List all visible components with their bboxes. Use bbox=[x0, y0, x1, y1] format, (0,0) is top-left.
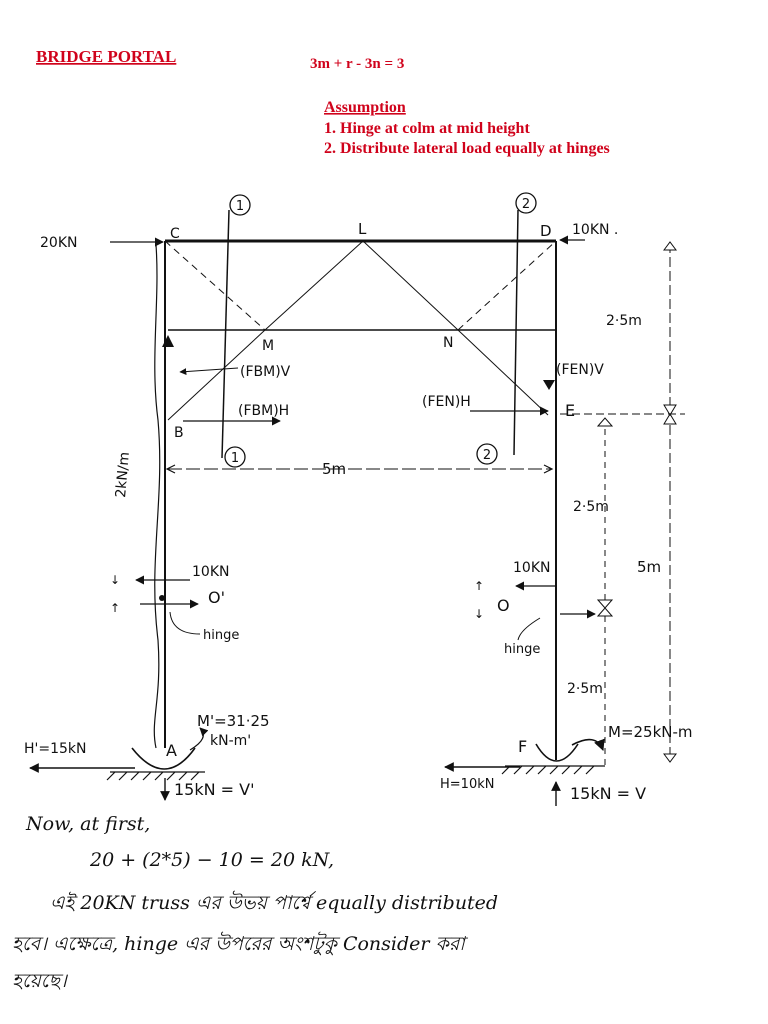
node-a: A bbox=[166, 741, 177, 760]
hinge-left-label: hinge bbox=[203, 628, 239, 643]
dim-25-top: 2·5m bbox=[606, 313, 642, 329]
determinacy-formula: 3m + r - 3n = 3 bbox=[310, 56, 404, 72]
support-f-pin bbox=[535, 743, 579, 762]
note-line-2: 20 + (2*5) − 10 = 20 kN, bbox=[89, 849, 334, 871]
node-d: D bbox=[540, 222, 552, 240]
node-f: F bbox=[518, 737, 527, 756]
support-f-ground bbox=[501, 765, 605, 775]
page-title: BRIDGE PORTAL bbox=[36, 47, 176, 66]
node-b: B bbox=[174, 425, 184, 441]
load-right-label: 10KN . bbox=[572, 222, 618, 238]
section-markers: 1 1 2 2 bbox=[224, 192, 537, 468]
reaction-v-right: 15kN = V bbox=[570, 784, 646, 803]
member-forces: (FBM)V (FBM)H (FEN)V (FEN)H bbox=[162, 335, 604, 426]
note-line-5: হয়েছে। bbox=[12, 970, 69, 992]
brace-c-m bbox=[164, 240, 266, 331]
hinge-right-shear: 10KN bbox=[513, 560, 550, 576]
force-fen-h: (FEN)H bbox=[422, 394, 471, 410]
svg-text:↑: ↑ bbox=[110, 601, 120, 615]
svg-text:↓: ↓ bbox=[474, 607, 484, 621]
assumption-heading: Assumption bbox=[324, 99, 406, 116]
node-o-left: O' bbox=[208, 588, 225, 607]
node-c: C bbox=[170, 226, 180, 242]
force-fen-v: (FEN)V bbox=[556, 362, 604, 378]
dim-25-mid: 2·5m bbox=[573, 499, 609, 515]
applied-loads: 20KN 10KN . bbox=[40, 222, 618, 251]
dim-5-column: 5m bbox=[637, 558, 661, 576]
note-line-4: হবে। এক্ষেত্রে, hinge এর উপরের অংশটুকু C… bbox=[12, 931, 468, 955]
node-l: L bbox=[358, 220, 367, 238]
hinge-right-label: hinge bbox=[504, 642, 540, 657]
brace-n-e bbox=[457, 329, 549, 416]
reaction-h-left: H'=15kN bbox=[24, 741, 87, 757]
brace-b-m bbox=[167, 329, 266, 421]
node-labels: C L D M N B E A F bbox=[166, 220, 575, 760]
support-a-ground bbox=[106, 771, 205, 781]
hinge-forces: 10KN O' ↓ ↑ hinge 10KN O ↑ ↓ hinge bbox=[110, 560, 596, 657]
moment-left: M'=31·25 bbox=[197, 712, 270, 730]
svg-text:↓: ↓ bbox=[110, 573, 120, 587]
node-o-right: O bbox=[497, 596, 510, 615]
udl-wavy-line bbox=[153, 244, 161, 749]
assumption-1: 1. Hinge at colm at mid height bbox=[324, 120, 530, 137]
force-fbm-v: (FBM)V bbox=[240, 364, 291, 380]
node-m: M bbox=[262, 338, 274, 354]
section-bottom-right-label: 2 bbox=[483, 448, 491, 463]
section-line-2 bbox=[513, 209, 519, 456]
moment-right: M=25kN-m bbox=[608, 723, 693, 741]
section-top-right-label: 2 bbox=[522, 197, 530, 212]
note-line-3: এই 20KN truss এর উভয় পার্শ্বে equally d… bbox=[50, 890, 498, 914]
udl-label: 2kN/m bbox=[113, 451, 133, 498]
node-e: E bbox=[565, 401, 575, 420]
portal-frame bbox=[106, 209, 605, 781]
brace-l-n bbox=[362, 240, 459, 331]
note-line-1: Now, at first, bbox=[25, 813, 150, 835]
dim-25-bottom: 2·5m bbox=[567, 681, 603, 697]
support-reactions: M'=31·25 kN-m' M=25kN-m H'=15kN H=10kN 1… bbox=[24, 712, 693, 806]
load-left-label: 20KN bbox=[40, 235, 77, 251]
assumption-2: 2. Distribute lateral load equally at hi… bbox=[324, 140, 610, 157]
node-n: N bbox=[443, 335, 453, 351]
section-bottom-left-label: 1 bbox=[231, 451, 239, 466]
support-a-pin bbox=[131, 747, 196, 770]
hinge-left-shear: 10KN bbox=[192, 564, 229, 580]
section-line-1 bbox=[221, 209, 230, 459]
dimension-lines bbox=[165, 241, 685, 765]
reaction-v-left: 15kN = V' bbox=[174, 780, 255, 799]
dim-5-span: 5m bbox=[322, 460, 346, 478]
section-top-left-label: 1 bbox=[236, 199, 244, 214]
force-fbm-h: (FBM)H bbox=[238, 403, 289, 419]
svg-text:↑: ↑ bbox=[474, 579, 484, 593]
calculation-notes: Now, at first, 20 + (2*5) − 10 = 20 kN, … bbox=[12, 813, 498, 992]
reaction-h-right: H=10kN bbox=[440, 777, 494, 792]
brace-n-d bbox=[457, 240, 557, 331]
moment-left-unit: kN-m' bbox=[210, 733, 251, 749]
brace-m-l bbox=[264, 240, 364, 331]
